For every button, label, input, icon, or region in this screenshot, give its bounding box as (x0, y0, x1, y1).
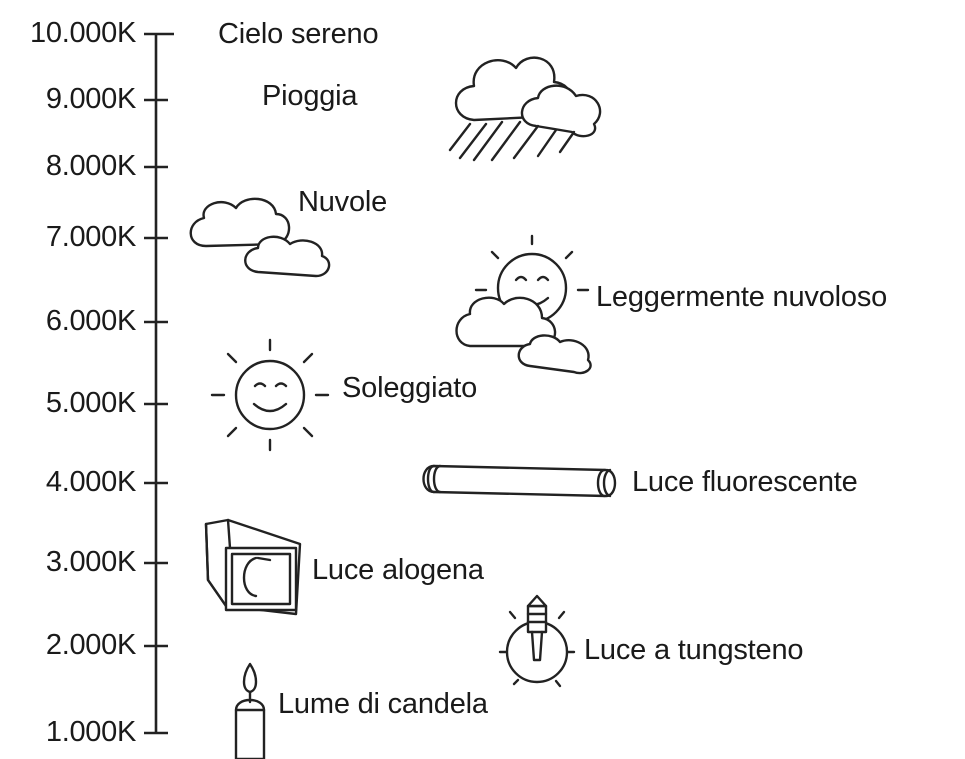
scale-tick-label: 7.000K (45, 221, 136, 253)
scale-tick-label: 6.000K (45, 305, 136, 337)
scale-ticks (144, 32, 174, 735)
label-clear-sky: Cielo sereno (218, 18, 379, 50)
label-sunny: Soleggiato (342, 372, 478, 404)
scale-tick-label: 5.000K (45, 387, 136, 419)
candle-icon (234, 662, 266, 759)
scale-tick-label: 2.000K (45, 629, 136, 661)
label-clouds: Nuvole (298, 186, 388, 218)
sun-behind-cloud-icon (455, 234, 592, 375)
label-rain: Pioggia (262, 80, 358, 112)
scale-tick-label: 10.000K (30, 17, 136, 49)
fluorescent-tube-icon (422, 464, 617, 498)
sun-icon (210, 338, 330, 452)
halogen-lamp-icon (204, 518, 302, 616)
label-tungsten: Luce a tungsteno (584, 634, 804, 666)
label-candle: Lume di candela (278, 688, 488, 720)
label-halogen: Luce alogena (312, 554, 484, 586)
cloud-icon (189, 197, 331, 278)
scale-tick-label: 4.000K (45, 466, 136, 498)
label-fluorescent: Luce fluorescente (632, 466, 858, 498)
scale-tick-label: 8.000K (45, 150, 136, 182)
rain-cloud-icon (448, 56, 602, 162)
label-partly-cloudy: Leggermente nuvoloso (596, 281, 888, 313)
scale-tick-label: 9.000K (45, 83, 136, 115)
light-bulb-icon (498, 594, 576, 688)
scale-tick-label: 1.000K (45, 716, 136, 748)
scale-tick-label: 3.000K (45, 546, 136, 578)
